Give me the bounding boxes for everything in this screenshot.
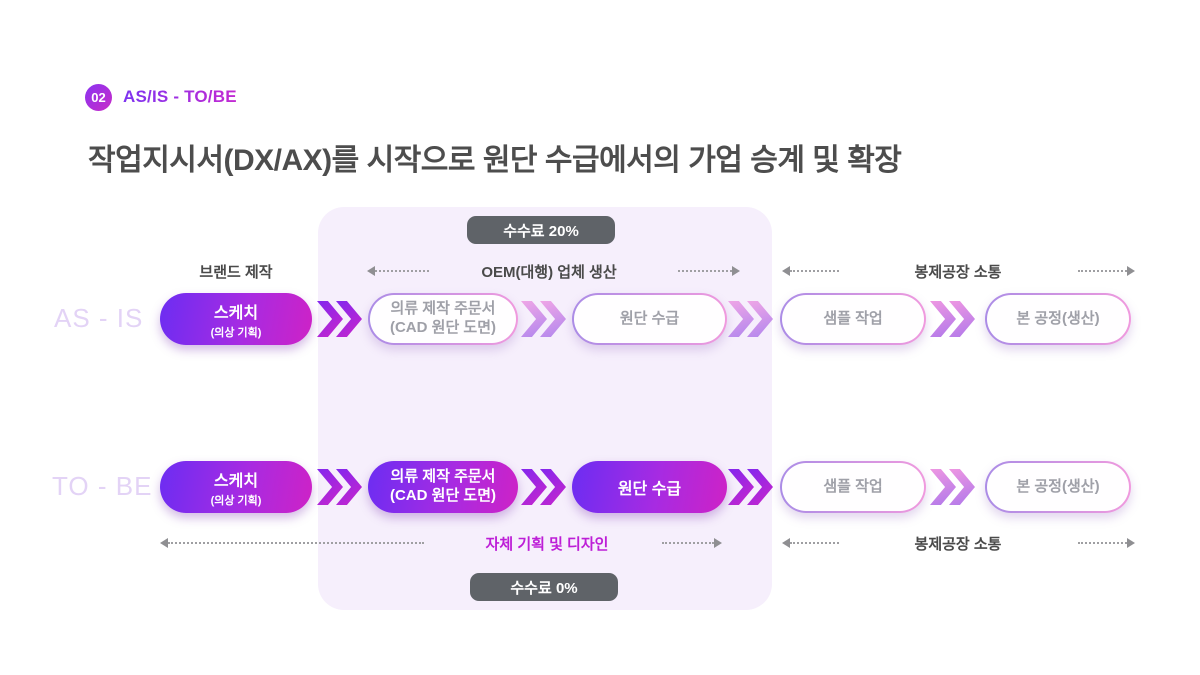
label-sewing-factory-bottom: 봉제공장 소통 <box>914 536 1002 553</box>
dotted-arrow-left-long-icon <box>160 538 424 548</box>
fee-badge-20: 수수료 20% <box>467 216 615 244</box>
asis-step-main-production: 본 공정(생산) <box>985 293 1131 345</box>
label-self-planning-design: 자체 기획 및 디자인 <box>485 536 609 553</box>
as-is-row-label: AS - IS <box>54 303 144 333</box>
dotted-arrow-left-icon <box>782 538 839 548</box>
arrowhead-right-icon <box>1127 266 1135 276</box>
flow-chevron-icon <box>728 469 774 505</box>
pill-title: 스케치 <box>213 472 259 490</box>
pill-subtitle: (CAD 원단 도면) <box>389 487 497 504</box>
pill-title: 본 공정(생산) <box>1016 309 1100 327</box>
arrowhead-left-icon <box>160 538 168 548</box>
arrowhead-right-icon <box>732 266 740 276</box>
pill-title: 의류 제작 주문서 <box>390 300 496 318</box>
flow-chevron-icon <box>317 301 363 337</box>
flow-chevron-icon <box>930 469 976 505</box>
flow-chevron-icon <box>521 301 567 337</box>
asis-step-order-sheet: 의류 제작 주문서 (CAD 원단 도면) <box>368 293 518 345</box>
tobe-step-main-production: 본 공정(생산) <box>985 461 1131 513</box>
pill-subtitle: (CAD 원단 도면) <box>389 319 497 336</box>
asis-step-sample-work: 샘플 작업 <box>780 293 926 345</box>
arrowhead-left-icon <box>367 266 375 276</box>
tobe-step-sketch: 스케치 (의상 기획) <box>160 461 312 513</box>
page-title: 작업지시서(DX/AX)를 시작으로 원단 수급에서의 가업 승계 및 확장 <box>88 144 902 177</box>
pill-title: 원단 수급 <box>619 309 680 327</box>
asis-step-fabric-supply: 원단 수급 <box>572 293 727 345</box>
label-sewing-factory-top: 봉제공장 소통 <box>914 264 1002 281</box>
label-brand-production: 브랜드 제작 <box>199 264 273 281</box>
dotted-arrow-right-icon <box>1078 538 1135 548</box>
fee-badge-0: 수수료 0% <box>470 573 618 601</box>
section-number-badge: 02 <box>85 84 112 111</box>
asis-step-sketch: 스케치 (의상 기획) <box>160 293 312 345</box>
pill-title: 샘플 작업 <box>823 309 883 327</box>
dotted-arrow-left-icon <box>782 266 839 276</box>
flow-chevron-icon <box>317 469 363 505</box>
dotted-arrow-right-icon <box>678 266 740 276</box>
tobe-step-fabric-supply: 원단 수급 <box>572 461 727 513</box>
dotted-arrow-right-icon <box>1078 266 1135 276</box>
pill-subtitle: (의상 기획) <box>210 494 262 507</box>
pill-title: 본 공정(생산) <box>1016 477 1100 495</box>
arrowhead-right-icon <box>714 538 722 548</box>
arrowhead-right-icon <box>1127 538 1135 548</box>
pill-title: 원단 수급 <box>617 481 682 498</box>
dotted-arrow-left-icon <box>367 266 429 276</box>
flow-chevron-icon <box>521 469 567 505</box>
arrowhead-left-icon <box>782 538 790 548</box>
label-oem-production: OEM(대행) 업체 생산 <box>481 264 617 281</box>
section-label: AS/IS - TO/BE <box>123 87 237 106</box>
flow-chevron-icon <box>930 301 976 337</box>
dotted-arrow-right-icon <box>662 538 722 548</box>
to-be-row-label: TO - BE <box>52 471 153 501</box>
tobe-step-order-sheet: 의류 제작 주문서 (CAD 원단 도면) <box>368 461 518 513</box>
pill-subtitle: (의상 기획) <box>210 326 262 339</box>
pill-title: 스케치 <box>213 304 259 322</box>
pill-title: 샘플 작업 <box>823 477 883 495</box>
tobe-step-sample-work: 샘플 작업 <box>780 461 926 513</box>
flow-chevron-icon <box>728 301 774 337</box>
arrowhead-left-icon <box>782 266 790 276</box>
pill-title: 의류 제작 주문서 <box>390 468 496 486</box>
